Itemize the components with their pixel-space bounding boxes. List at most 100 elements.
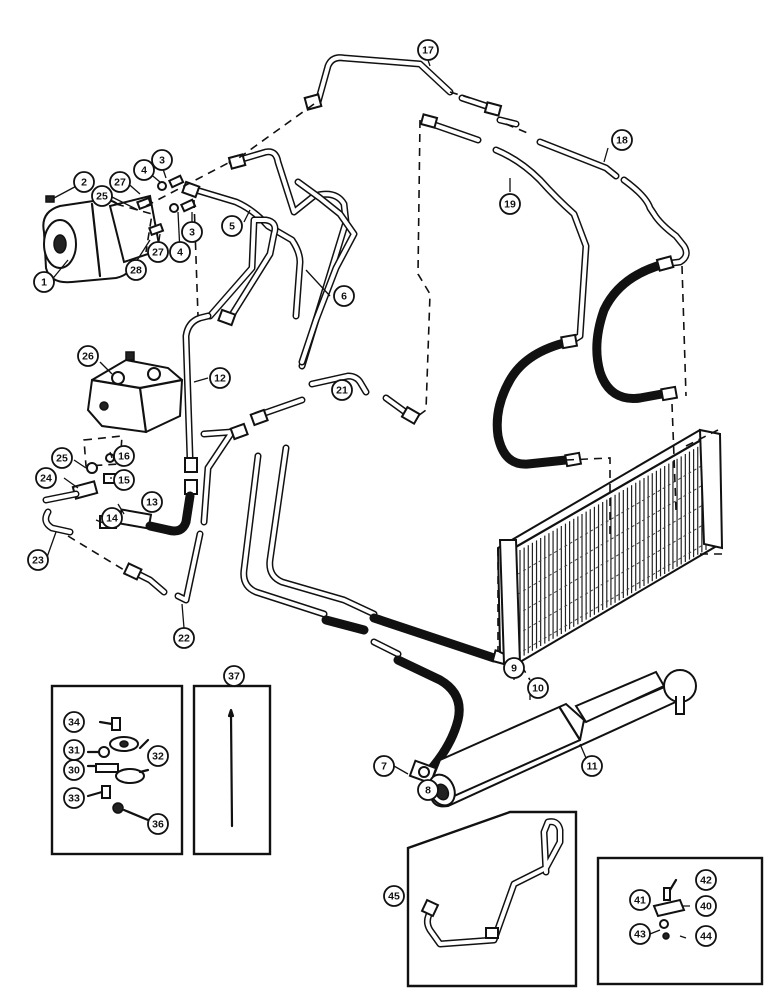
callout-c3a: 3 xyxy=(151,149,173,171)
callout-circle xyxy=(695,869,717,891)
callout-c7: 7 xyxy=(373,755,395,777)
callout-label: 21 xyxy=(336,385,348,397)
callout-circle xyxy=(417,779,439,801)
callout-circle xyxy=(33,271,55,293)
callout-label: 42 xyxy=(700,875,712,887)
callout-circle xyxy=(695,895,717,917)
callout-c18: 18 xyxy=(611,129,633,151)
callout-c30: 30 xyxy=(63,759,85,781)
callout-c8: 8 xyxy=(417,779,439,801)
callout-c12: 12 xyxy=(209,367,231,389)
callout-c2: 2 xyxy=(73,171,95,193)
callout-label: 13 xyxy=(146,497,158,509)
callout-label: 31 xyxy=(68,745,80,757)
callout-circle xyxy=(125,259,147,281)
callout-label: 25 xyxy=(96,191,108,203)
tube-19 xyxy=(419,113,590,346)
callout-label: 30 xyxy=(68,765,80,777)
callout-c40: 40 xyxy=(695,895,717,917)
callout-c36: 36 xyxy=(147,813,169,835)
tube-12 xyxy=(182,312,212,495)
callout-circle xyxy=(333,285,355,307)
callout-c27b: 27 xyxy=(147,241,169,263)
callout-c28: 28 xyxy=(125,259,147,281)
callout-circle xyxy=(173,627,195,649)
callout-label: 44 xyxy=(700,931,712,943)
callout-c16: 16 xyxy=(113,445,135,467)
callout-label: 10 xyxy=(532,683,544,695)
callout-circle xyxy=(611,129,633,151)
callout-circle xyxy=(181,221,203,243)
callout-label: 9 xyxy=(511,663,517,675)
callout-circle xyxy=(527,677,549,699)
callout-label: 4 xyxy=(141,165,147,177)
callout-label: 28 xyxy=(130,265,142,277)
callout-c6: 6 xyxy=(333,285,355,307)
callout-c43: 43 xyxy=(629,923,651,945)
callout-circle xyxy=(223,665,245,687)
callout-c14: 14 xyxy=(101,507,123,529)
oil-cooler xyxy=(496,428,724,665)
callout-label: 3 xyxy=(159,155,165,167)
callout-label: 15 xyxy=(118,475,130,487)
callout-circle xyxy=(169,241,191,263)
callout-label: 16 xyxy=(118,451,130,463)
control-valve xyxy=(86,351,184,434)
callout-c33: 33 xyxy=(63,787,85,809)
hydraulic-pump xyxy=(42,194,162,284)
callout-label: 5 xyxy=(229,221,235,233)
callout-c44: 44 xyxy=(695,925,717,947)
callout-circle xyxy=(35,467,57,489)
callout-label: 27 xyxy=(152,247,164,259)
cooler-row xyxy=(517,521,709,635)
callout-c22: 22 xyxy=(173,627,195,649)
callout-label: 12 xyxy=(214,373,226,385)
callout-c25b: 25 xyxy=(51,447,73,469)
callout-label: 27 xyxy=(114,177,126,189)
inset-hardware-kit xyxy=(596,856,764,986)
callout-circle xyxy=(77,345,99,367)
long-tubes xyxy=(240,444,402,658)
callout-label: 22 xyxy=(178,633,190,645)
cooler-row xyxy=(517,501,709,615)
callout-circle xyxy=(373,755,395,777)
callout-circle xyxy=(63,711,85,733)
callout-label: 18 xyxy=(616,135,628,147)
callout-circle xyxy=(151,149,173,171)
callout-circle xyxy=(221,215,243,237)
callout-label: 11 xyxy=(586,761,597,773)
callout-circle xyxy=(503,657,525,679)
tube-22 xyxy=(122,422,249,604)
callout-label: 2 xyxy=(81,177,87,189)
inset-tie-strap xyxy=(192,678,272,856)
callout-c24: 24 xyxy=(35,467,57,489)
hoses xyxy=(145,255,679,785)
callout-label: 7 xyxy=(381,761,387,773)
callout-label: 40 xyxy=(700,901,712,913)
callout-c31: 31 xyxy=(63,739,85,761)
callout-circle xyxy=(109,171,131,193)
inset-tube-45 xyxy=(406,810,578,988)
cooler-row xyxy=(517,461,709,575)
callout-c4b: 4 xyxy=(169,241,191,263)
callout-c1: 1 xyxy=(33,271,55,293)
tube-17 xyxy=(303,54,520,128)
callout-label: 45 xyxy=(388,891,400,903)
callout-circle xyxy=(73,171,95,193)
callout-label: 17 xyxy=(422,45,434,57)
callout-label: 23 xyxy=(32,555,44,567)
callout-circle xyxy=(629,923,651,945)
steering-cylinder xyxy=(428,669,697,808)
callout-c9: 9 xyxy=(503,657,525,679)
callout-c13: 13 xyxy=(141,491,163,513)
callout-circle xyxy=(113,469,135,491)
callout-label: 19 xyxy=(504,199,516,211)
callout-circle xyxy=(91,185,113,207)
callout-circle xyxy=(101,507,123,529)
callout-circle xyxy=(147,241,169,263)
callout-c45: 45 xyxy=(383,885,405,907)
callout-label: 37 xyxy=(228,671,240,683)
callout-circle xyxy=(417,39,439,61)
callout-label: 8 xyxy=(425,785,431,797)
callout-circle xyxy=(147,813,169,835)
